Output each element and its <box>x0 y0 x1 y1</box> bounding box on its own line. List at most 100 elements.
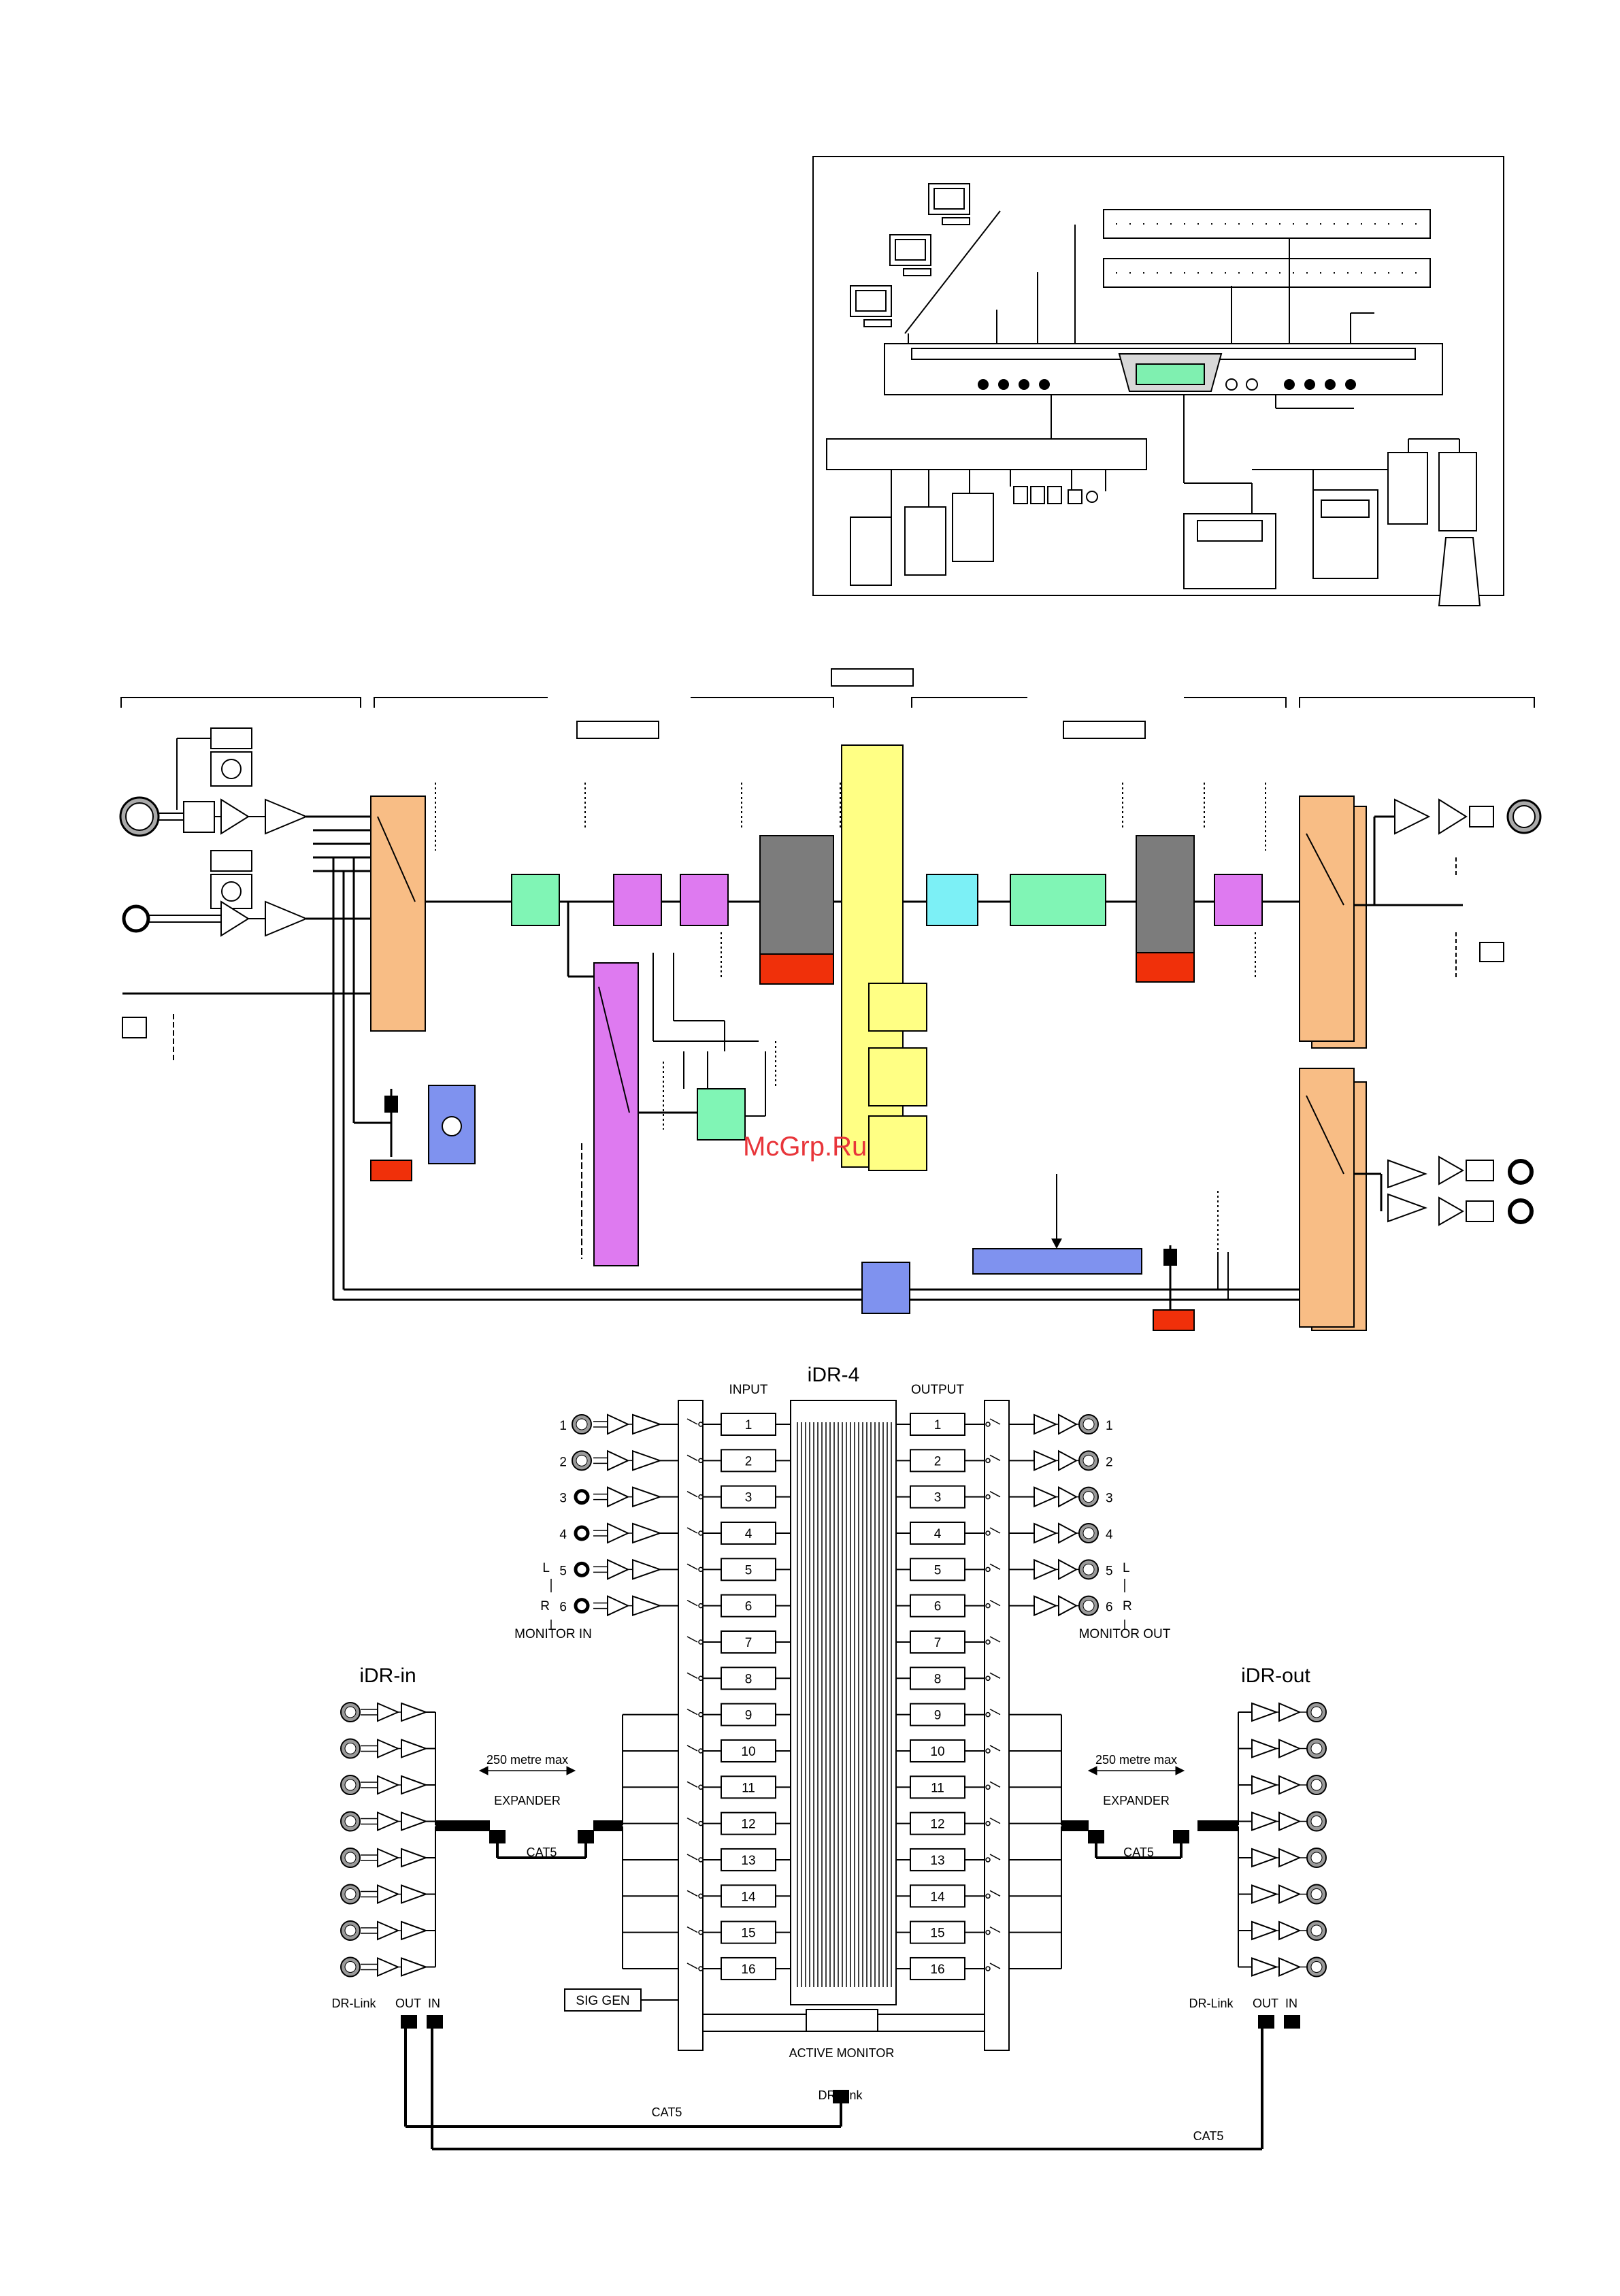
output-connector-label: 4 <box>1106 1528 1113 1542</box>
jack-icon <box>574 1525 590 1541</box>
amp-icon <box>1251 1884 1278 1904</box>
switch-contact <box>698 1639 704 1645</box>
amp-icon <box>1251 1775 1278 1795</box>
cat5-label: CAT5 <box>1123 1846 1154 1859</box>
output-channel-label: 4 <box>934 1527 942 1541</box>
output-channel-label: 16 <box>930 1963 944 1977</box>
input-channel-label: 4 <box>745 1527 753 1541</box>
input-connector-label: 1 <box>559 1419 567 1433</box>
switch-icon <box>687 1708 698 1716</box>
switch-contact <box>698 1675 704 1682</box>
switch-contact <box>985 1857 991 1863</box>
switch-icon <box>989 1817 1001 1824</box>
cat5-label: CAT5 <box>527 1846 557 1859</box>
output-connector-label: 3 <box>1106 1492 1113 1506</box>
input-channel-label: 7 <box>745 1636 753 1650</box>
switch-icon <box>989 1781 1001 1788</box>
computer-icon <box>850 183 970 327</box>
switch-icon <box>989 1490 1001 1498</box>
remote-controller <box>1183 452 1481 606</box>
amp-icon <box>377 1884 400 1905</box>
jack-icon <box>574 1598 590 1614</box>
cat5-port <box>1088 1830 1104 1843</box>
output-connector-label: 2 <box>1106 1455 1113 1469</box>
switch-icon <box>687 1490 698 1498</box>
amp-icon <box>401 1775 428 1795</box>
output-channel-label: 8 <box>934 1672 942 1686</box>
output-channel-label: 15 <box>930 1926 944 1941</box>
switch-contact <box>698 1494 704 1500</box>
xlr-icon <box>1310 1888 1323 1900</box>
amp-icon <box>632 1413 663 1435</box>
amp-icon <box>1278 1848 1302 1868</box>
amp-icon <box>401 1811 428 1831</box>
amp-icon <box>377 1775 400 1795</box>
amp-icon <box>1251 1702 1278 1722</box>
xlr-icon <box>576 1418 588 1430</box>
input-channel-label: 6 <box>745 1600 753 1614</box>
amp-icon <box>1034 1522 1058 1544</box>
amp-icon <box>632 1558 663 1580</box>
amp-icon <box>632 1449 663 1471</box>
switch-icon <box>687 1781 698 1788</box>
xlr-icon <box>344 1779 357 1791</box>
switch-icon <box>989 1672 1001 1679</box>
input-channel-label: 11 <box>742 1781 755 1795</box>
distance-label: 250 metre max <box>486 1753 568 1767</box>
amp-icon <box>607 1449 630 1471</box>
switch-contact <box>985 1494 991 1500</box>
amp-icon <box>607 1558 630 1580</box>
amp-icon <box>1058 1486 1078 1508</box>
switch-icon <box>687 1599 698 1607</box>
amp-icon <box>401 1739 428 1758</box>
output-header: OUTPUT <box>911 1383 965 1397</box>
switch-icon <box>687 1817 698 1824</box>
amp-icon <box>1278 1702 1302 1722</box>
amp-icon <box>377 1956 400 1978</box>
arrow-head <box>1087 1766 1097 1775</box>
amp-icon <box>1278 1811 1302 1832</box>
switch-icon <box>687 1890 698 1897</box>
amp-icon <box>1251 1848 1278 1868</box>
dr-link-label: DR-Link <box>331 1997 376 2010</box>
arrow-head <box>478 1766 489 1775</box>
switch-icon <box>687 1854 698 1860</box>
amp-icon <box>632 1486 663 1508</box>
amp-icon <box>1034 1449 1058 1471</box>
dr-link-out-port <box>1258 2015 1274 2029</box>
switch-icon <box>989 1854 1001 1860</box>
amp-icon <box>401 1920 428 1941</box>
sig-gen-box <box>564 1988 642 2012</box>
out-label: OUT <box>1253 1997 1278 2010</box>
amp-icon <box>1058 1594 1078 1617</box>
switch-contact <box>698 1929 704 1935</box>
output-connector-label: 5 <box>1106 1564 1113 1578</box>
xlr-icon <box>1082 1563 1095 1575</box>
switch-icon <box>687 1963 698 1969</box>
output-channel-label: 10 <box>930 1745 944 1759</box>
amp-icon <box>401 1702 428 1722</box>
amp-icon <box>1278 1884 1302 1905</box>
distance-label: 250 metre max <box>1095 1753 1177 1767</box>
xlr-icon <box>1082 1418 1095 1430</box>
dr-link-port <box>833 2090 849 2103</box>
wall-panel <box>850 493 994 586</box>
output-channel-label: 9 <box>934 1709 942 1723</box>
switch-icon <box>687 1563 698 1570</box>
output-channel-label: 5 <box>934 1563 942 1577</box>
output-channel-label: 1 <box>934 1418 942 1432</box>
in-label: IN <box>1285 1997 1297 2010</box>
amp-icon <box>401 1848 428 1868</box>
switch-contact <box>985 1784 991 1790</box>
console-unit <box>884 343 1443 395</box>
input-connector-label: 6 <box>559 1601 567 1615</box>
input-channel-label: 3 <box>745 1491 753 1505</box>
input-channel-label: 12 <box>741 1818 755 1832</box>
amp-icon <box>607 1486 630 1508</box>
switch-contact <box>985 1458 991 1464</box>
switch-contact <box>985 1711 991 1718</box>
xlr-icon <box>1082 1454 1095 1466</box>
matrix-block <box>790 1400 897 2005</box>
output-channel-label: 14 <box>930 1890 945 1904</box>
cat5-port <box>578 1830 594 1843</box>
